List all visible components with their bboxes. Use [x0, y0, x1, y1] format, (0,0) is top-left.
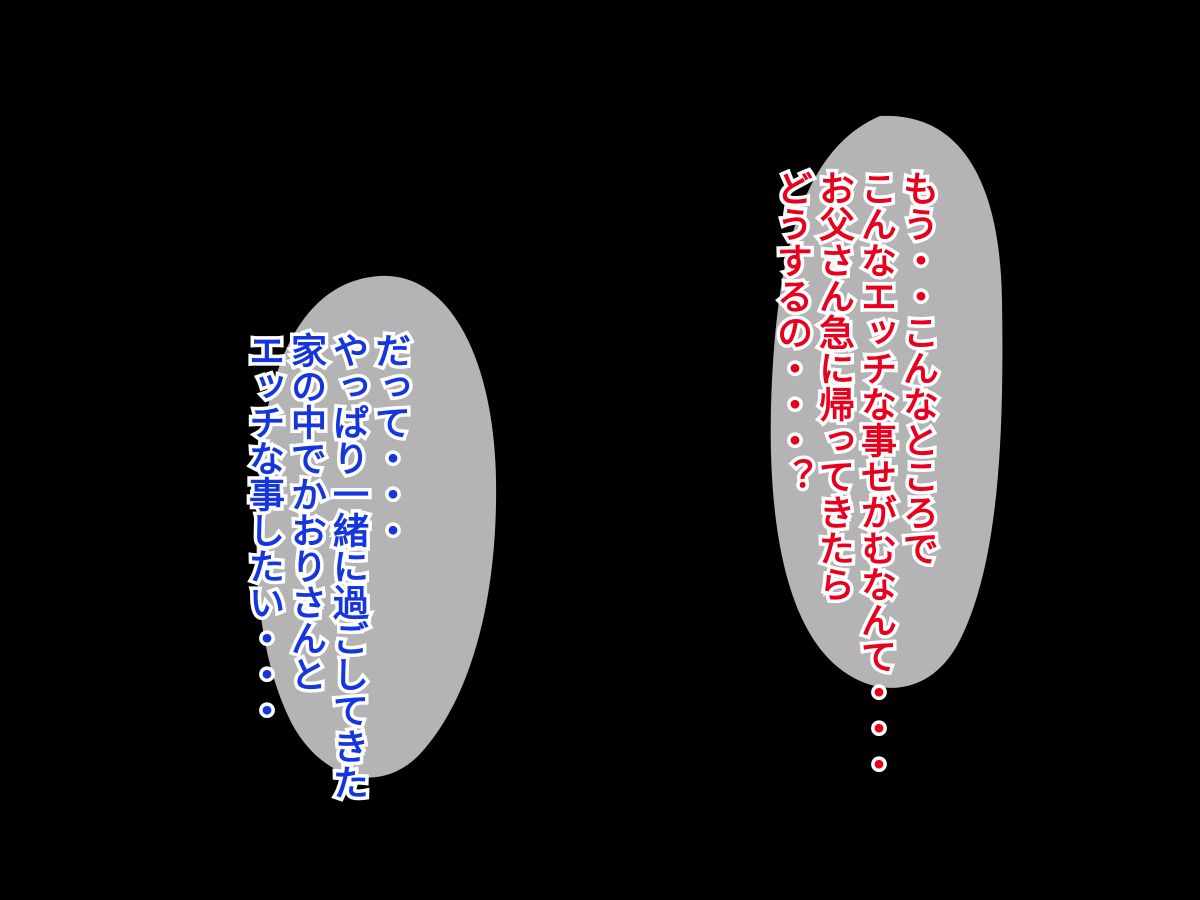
- right-bubble-line: お父さん急に帰ってきたら: [810, 167, 858, 606]
- left-bubble-text: だって・・・ やっぱり一緒に過ごしてきた 家の中でかおりさんと エッチな事したい…: [240, 329, 414, 804]
- right-bubble-text: もう・・こんなところで こんなエッチな事せがむなんて・・・ お父さん急に帰ってき…: [768, 167, 942, 786]
- left-speech-bubble: [256, 275, 497, 778]
- right-bubble-line: こんなエッチな事せがむなんて・・・: [852, 167, 900, 786]
- right-speech-bubble: [770, 115, 1003, 688]
- left-bubble-line: やっぱり一緒に過ごしてきた: [324, 329, 372, 804]
- right-bubble-line: どうするの・・・？: [768, 167, 816, 498]
- left-bubble-line: だって・・・: [366, 329, 414, 552]
- left-bubble-line: 家の中でかおりさんと: [282, 329, 330, 696]
- left-bubble-line: エッチな事したい・・・: [240, 329, 288, 732]
- right-bubble-line: もう・・こんなところで: [894, 167, 942, 570]
